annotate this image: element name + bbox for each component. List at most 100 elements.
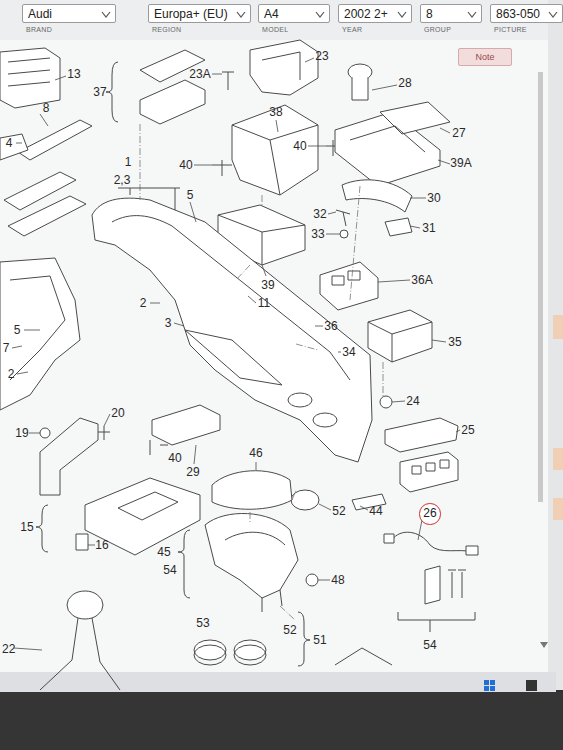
leader-lines bbox=[29, 433, 40, 434]
screen-ground bbox=[0, 0, 556, 690]
callout-number: 54 bbox=[423, 639, 436, 652]
leader-lines bbox=[410, 198, 426, 199]
callout-number: 40 bbox=[168, 452, 181, 465]
part-outlines bbox=[185, 330, 282, 385]
leader-lines bbox=[392, 401, 405, 402]
leader-lines bbox=[12, 58, 460, 650]
part-outlines bbox=[262, 52, 300, 80]
chevron-stroke bbox=[316, 12, 324, 17]
windows-logo bbox=[484, 680, 495, 691]
windows-logo bbox=[484, 686, 489, 691]
part-outlines bbox=[368, 322, 432, 362]
field-heading: YEAR bbox=[342, 26, 362, 33]
part-outlines bbox=[205, 514, 298, 598]
center-lines bbox=[236, 265, 250, 280]
part-outlines bbox=[10, 276, 65, 380]
leader-lines bbox=[12, 346, 22, 348]
callout-number: 25 bbox=[461, 424, 474, 437]
part-outlines bbox=[291, 490, 319, 510]
part-outlines bbox=[67, 591, 103, 619]
part-outlines bbox=[348, 64, 372, 80]
callout-number: 16 bbox=[95, 539, 108, 552]
part-outlines bbox=[232, 125, 318, 195]
leader-lines bbox=[262, 265, 266, 276]
leader-lines bbox=[190, 202, 196, 222]
field-value: Europa+ (EU) bbox=[149, 5, 250, 21]
callout-number: 40 bbox=[293, 140, 306, 153]
part-outlines bbox=[76, 534, 88, 550]
field-heading: GROUP bbox=[424, 26, 451, 33]
leader-lines bbox=[24, 330, 40, 331]
part-outlines bbox=[350, 126, 425, 152]
part-outlines bbox=[412, 466, 421, 474]
callout-number: 36A bbox=[411, 274, 432, 287]
callout-number: 1 bbox=[125, 156, 132, 169]
part-outlines bbox=[8, 196, 86, 236]
field-heading: REGION bbox=[152, 26, 181, 33]
callout-number: 39A bbox=[450, 157, 471, 170]
callout-number: 23A bbox=[189, 68, 210, 81]
leader-lines bbox=[418, 520, 422, 540]
leader-lines bbox=[432, 340, 446, 342]
part-outlines bbox=[380, 396, 392, 408]
callout-number: 19 bbox=[15, 427, 28, 440]
field-value: Note bbox=[459, 49, 511, 65]
monitor-bezel bbox=[0, 692, 563, 750]
part-outlines bbox=[212, 471, 292, 510]
part-outlines bbox=[313, 413, 337, 427]
brackets bbox=[106, 62, 118, 122]
part-outlines bbox=[392, 532, 472, 552]
callout-number: 5 bbox=[14, 324, 21, 337]
part-outlines bbox=[352, 78, 368, 100]
callout-number: 46 bbox=[249, 447, 262, 460]
dropdown-field: 863-050PICTURE bbox=[490, 4, 563, 23]
callout-number: 5 bbox=[187, 189, 194, 202]
part-outlines bbox=[0, 40, 478, 690]
part-outlines bbox=[306, 574, 318, 586]
part-outlines bbox=[8, 58, 50, 86]
part-outlines bbox=[340, 230, 348, 238]
callout-number: 4 bbox=[6, 137, 13, 150]
dropdown-chevron bbox=[548, 11, 558, 19]
callout-number: 44 bbox=[369, 505, 382, 518]
part-outlines bbox=[332, 276, 344, 285]
dropdown-field: 2002 2+YEAR bbox=[338, 4, 412, 23]
center-lines bbox=[383, 362, 384, 396]
part-outlines bbox=[342, 180, 412, 212]
side-swatch bbox=[553, 448, 563, 470]
part-outlines bbox=[368, 310, 432, 362]
leader-lines bbox=[315, 326, 323, 327]
windows-logo bbox=[490, 686, 495, 691]
dropdown-field: AudiBRAND bbox=[22, 4, 116, 23]
part-outlines bbox=[194, 645, 226, 665]
center-lines bbox=[262, 195, 263, 205]
dropdown-field: 8GROUP bbox=[420, 4, 482, 23]
callout-number: 27 bbox=[452, 127, 465, 140]
callout-number: 31 bbox=[422, 222, 435, 235]
dropdown-chevron bbox=[236, 11, 246, 19]
dropdown-chevron bbox=[467, 11, 477, 19]
part-outlines bbox=[18, 120, 92, 160]
callout-number: 11 bbox=[258, 297, 270, 310]
brackets bbox=[398, 612, 475, 632]
part-outlines bbox=[140, 80, 205, 124]
taskbar-icon bbox=[526, 680, 537, 691]
part-outlines bbox=[0, 258, 80, 410]
field-value: 2002 2+ bbox=[339, 5, 411, 21]
leader-lines bbox=[410, 226, 420, 228]
callout-number: 15 bbox=[20, 521, 33, 534]
chevron-stroke bbox=[468, 12, 476, 17]
callout-number: 23 bbox=[315, 50, 328, 63]
callout-number: 40 bbox=[179, 159, 192, 172]
part-outlines bbox=[98, 426, 110, 440]
scroll-arrow bbox=[540, 642, 548, 648]
part-outlines bbox=[0, 48, 60, 108]
dropdown-field: Europa+ (EU)REGION bbox=[148, 4, 251, 23]
part-outlines bbox=[380, 102, 450, 134]
leader-lines bbox=[17, 372, 28, 374]
leader-lines bbox=[256, 462, 257, 470]
callout-number: 48 bbox=[331, 574, 344, 587]
brackets bbox=[118, 188, 180, 210]
callout-number: 3 bbox=[165, 317, 172, 330]
